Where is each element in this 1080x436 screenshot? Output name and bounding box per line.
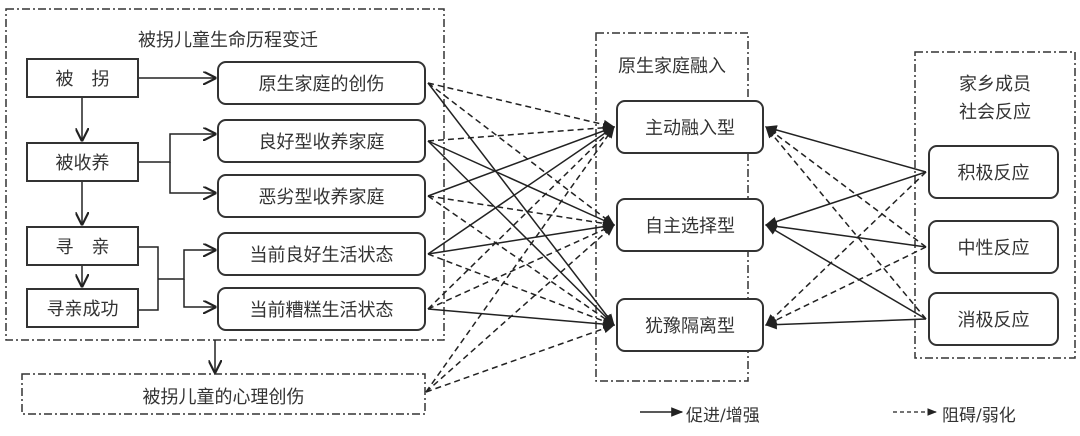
edge-f1-to-t3 xyxy=(427,82,615,326)
edge-r3-to-t2 xyxy=(764,224,927,320)
edge-f1-to-t1 xyxy=(427,82,616,130)
edge-f2-to-t3 xyxy=(427,140,615,326)
edge-f3-to-t3 xyxy=(427,195,615,326)
edge-f2-to-t1 xyxy=(427,123,616,142)
life-course-group-frame xyxy=(5,8,445,341)
hometown-title-line2: 社会反应 xyxy=(959,102,1031,123)
edge-r1-to-t1 xyxy=(764,125,927,173)
edge-f5-to-t1 xyxy=(427,126,615,310)
hometown-title-line1: 家乡成员 xyxy=(959,74,1031,95)
stage-abducted: 被 拐 xyxy=(26,58,139,98)
edge-f1-to-t2 xyxy=(427,82,615,226)
reaction-positive: 积极反应 xyxy=(928,145,1059,199)
arrow-adopted-to-good-adoptive xyxy=(139,134,215,163)
relation-edges xyxy=(425,82,927,393)
type-active: 主动融入型 xyxy=(616,100,764,154)
hometown-group-frame xyxy=(914,51,1076,359)
edge-r2-to-t1 xyxy=(765,126,927,248)
trauma-label: 被拐儿童的心理创伤 xyxy=(142,387,305,408)
legend-dashed-label: 阻碍/弱化 xyxy=(942,406,1016,426)
factor-bad-life: 当前糟糕生活状态 xyxy=(217,287,426,331)
edge-trauma-to-t1 xyxy=(425,126,615,393)
factor-origin-trauma: 原生家庭的创伤 xyxy=(217,61,426,105)
legend-solid-label: 促进/增强 xyxy=(686,406,760,426)
edge-r2-to-t2 xyxy=(764,221,927,248)
type-autonomous: 自主选择型 xyxy=(616,198,764,252)
edge-f5-to-t2 xyxy=(427,224,616,310)
edge-f3-to-t2 xyxy=(427,195,616,229)
stage-search: 寻 亲 xyxy=(26,226,139,266)
edge-r1-to-t3 xyxy=(765,171,927,326)
edge-f3-to-t1 xyxy=(427,126,616,197)
edge-trauma-to-t3 xyxy=(425,324,616,393)
arrow-adopted-to-bad-adoptive xyxy=(169,162,215,193)
arrow-to-good-life xyxy=(158,250,215,280)
life-course-arrows xyxy=(82,78,215,372)
edge-r3-to-t3 xyxy=(764,318,927,330)
edge-f4-to-t3 xyxy=(427,253,616,326)
edge-r1-to-t2 xyxy=(764,171,927,227)
edge-f2-to-t2 xyxy=(427,140,616,226)
edge-r2-to-t3 xyxy=(764,246,927,326)
life-course-title: 被拐儿童生命历程变迁 xyxy=(138,30,318,51)
type-hesitant: 犹豫隔离型 xyxy=(616,298,764,352)
edge-f4-to-t2 xyxy=(427,221,616,255)
reaction-neutral: 中性反应 xyxy=(928,220,1059,274)
factor-bad-adoptive: 恶劣型收养家庭 xyxy=(217,174,426,218)
edge-f5-to-t3 xyxy=(427,308,616,329)
edge-trauma-to-t2 xyxy=(425,224,615,393)
edge-f4-to-t1 xyxy=(427,126,615,255)
stage-adopted: 被收养 xyxy=(26,142,139,182)
factor-good-adoptive: 良好型收养家庭 xyxy=(217,119,426,163)
integration-title: 原生家庭融入 xyxy=(618,56,726,77)
trauma-frame xyxy=(21,373,426,415)
arrow-to-bad-life xyxy=(183,279,215,307)
edge-r3-to-t1 xyxy=(765,126,927,320)
reaction-negative: 消极反应 xyxy=(928,292,1059,346)
factor-good-life: 当前良好生活状态 xyxy=(217,232,426,276)
bracket-search-found xyxy=(139,246,159,311)
stage-found: 寻亲成功 xyxy=(26,288,139,328)
